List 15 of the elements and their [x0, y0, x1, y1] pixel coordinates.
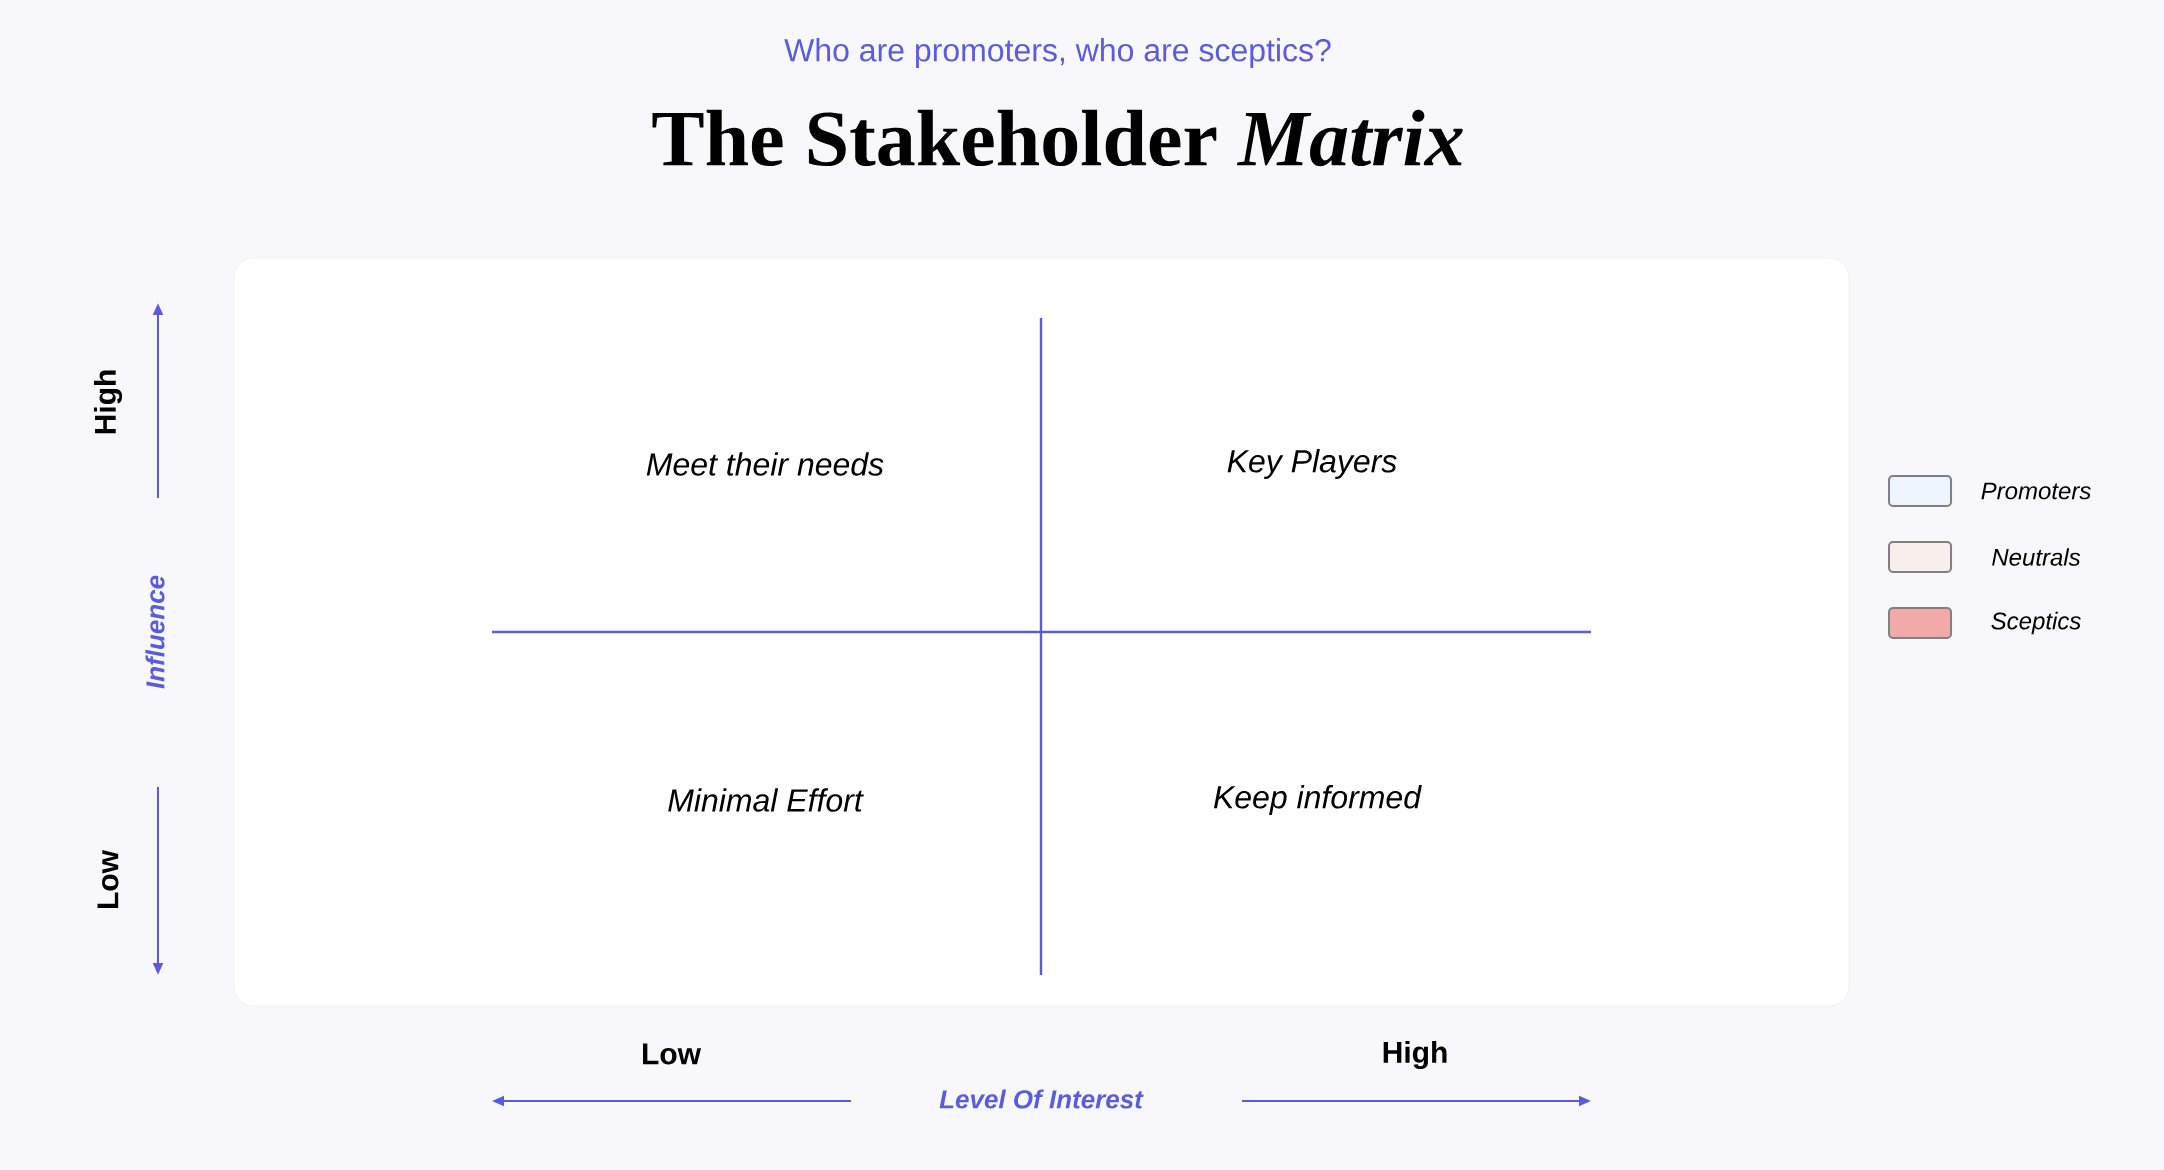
- quadrant-label: Meet their needs: [646, 452, 884, 476]
- quadrant-label: Key Players: [1227, 449, 1397, 479]
- axis-title: Influence: [145, 575, 165, 689]
- axis-label: Low: [97, 849, 119, 908]
- axis-label: High: [1383, 1040, 1447, 1070]
- legend-label: Promoters: [1981, 482, 2091, 500]
- legend-label: Neutrals: [1992, 548, 2081, 566]
- quadrant-label: Minimal Effort: [668, 788, 864, 812]
- axis-title: Level Of Interest: [939, 1089, 1144, 1109]
- axis-label: Low: [643, 1043, 702, 1065]
- subtitle: Who are promoters, who are sceptics?: [784, 38, 1331, 68]
- title: The Stakeholder Matrix: [652, 109, 1463, 167]
- axis-label: High: [93, 370, 123, 434]
- legend-label: Sceptics: [1991, 611, 2081, 635]
- quadrant-label: Keep informed: [1213, 785, 1422, 815]
